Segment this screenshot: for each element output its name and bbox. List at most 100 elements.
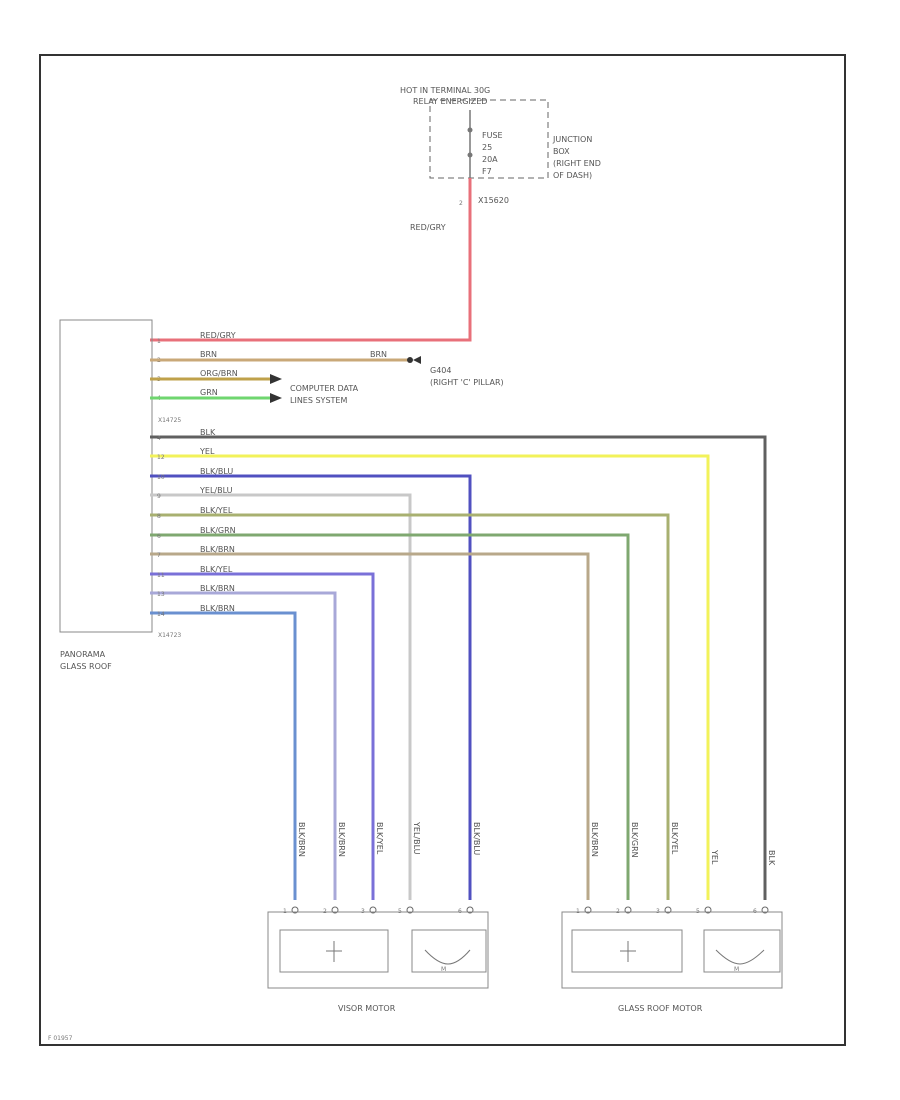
fuse-rating: 20A [482,155,498,164]
wire-yel-blu [150,493,412,900]
wire-blk-brn-visor-2 [150,591,337,900]
wire-label: BLK/BRN [200,584,235,593]
wire-blk-yel-visor [150,572,375,900]
vertical-wire-label: BLK/BRN [590,822,599,857]
can-system-label-2: LINES SYSTEM [290,396,347,405]
pin-label: 6 [753,908,757,915]
pin-label: 4 [157,435,161,442]
wire-label: BLK/YEL [200,565,233,574]
pin-label: 5 [696,908,700,915]
wire-blk-yel [150,513,670,900]
panorama-module [59,319,153,633]
pin-label: 2 [616,908,620,915]
module-connector-lower: X14723 [158,632,181,639]
junction-box-outline [429,99,549,179]
vertical-wire-label: BLK/YEL [670,822,679,855]
wire-label: BLK/BRN [200,604,235,613]
glass-roof-motor-label: GLASS ROOF MOTOR [618,1004,703,1013]
wire-label: BLK/BRN [200,545,235,554]
supply-wire-label: RED/GRY [410,223,446,232]
pin-label: 8 [157,513,161,520]
wire-label: BRN [200,350,217,359]
footer-code: F 01957 [48,1035,73,1042]
module-name-2: GLASS ROOF [60,662,112,671]
pin-label: 9 [157,493,161,500]
pin-label: 14 [157,611,165,618]
vertical-wire-label: BLK [767,850,776,866]
pin-label: 11 [157,572,165,579]
pin-label: 1 [576,908,580,915]
wire-label: BLK/GRN [200,526,236,535]
pin-label: 7 [157,552,161,559]
junction-pin-label: 2 [459,200,463,207]
vertical-wire-label: BLK/YEL [375,822,384,855]
glass-motor-housing [561,911,783,989]
wire-label: BLK/YEL [200,506,233,515]
fuse-id: F7 [482,167,492,176]
wire-label: YEL/BLU [199,486,233,495]
pin-label: 1 [157,338,161,345]
pin-label: 3 [656,908,660,915]
pin-label: 5 [398,908,402,915]
motor-symbol: M [734,966,739,973]
visor-motor-label: VISOR MOTOR [338,1004,396,1013]
visor-motor-housing [267,911,489,989]
fuse-terminal-bottom [467,152,473,158]
ground-wire-label: BRN [370,350,387,359]
wire-blk [150,435,767,900]
wire-label: RED/GRY [200,331,236,340]
pin-label: 1 [283,908,287,915]
wire-blk-grn [150,533,630,900]
vertical-wire-label: YEL [710,849,719,865]
pin-label: 3 [361,908,365,915]
wire-blk-brn [150,552,590,900]
ground-node [407,357,413,363]
diagram-frame [39,54,846,1046]
visor-motor-box [411,929,487,973]
motor-icon [424,949,471,965]
visor-motor: M 1 2 3 5 6 VISOR MOTOR [267,908,489,1013]
ground-icon [413,356,421,364]
module-connector-upper: X14725 [158,417,181,424]
vertical-wire-label: YEL/BLU [412,821,421,855]
pin-label: 6 [458,908,462,915]
junction-box-label-4: OF DASH) [553,171,592,180]
junction-box-label-2: BOX [553,147,570,156]
hot-terminal-label: HOT IN TERMINAL 30G [400,86,490,95]
glass-motor-box [703,929,781,973]
wire-yel [150,454,710,900]
wire-label: ORG/BRN [200,369,238,378]
wire-label: GRN [200,388,218,397]
relay-label: RELAY ENERGIZED [413,97,487,106]
module-name: PANORAMA [60,650,106,659]
wire-label: YEL [199,447,215,456]
wire-label: BLK/BLU [200,467,233,476]
wire-label: BLK [200,428,216,437]
motor-symbol: M [441,966,446,973]
ground-location: (RIGHT 'C' PILLAR) [430,378,504,387]
supply-wire [150,178,472,342]
vertical-wire-label: BLK/BLU [472,822,481,855]
junction-box-label: JUNCTION [552,135,592,144]
fuse-terminal-top [467,127,473,133]
arrow-icon [270,374,282,384]
fuse-number: 25 [482,143,492,152]
pin-label: 13 [157,591,165,598]
glass-sensor-box [571,929,683,973]
pin-label: 6 [157,533,161,540]
visor-sensor-box [279,929,389,973]
ground-label: G404 [430,366,451,375]
wire-blk-brn-visor-1 [150,611,297,900]
pin-label: 10 [157,474,165,481]
can-system-label: COMPUTER DATA [290,384,359,393]
junction-connector-label: X15620 [478,196,509,205]
junction-box-label-3: (RIGHT END [553,159,601,168]
pin-label: 12 [157,454,165,461]
wire-blk-blu [150,474,472,900]
vertical-wire-label: BLK/BRN [297,822,306,857]
pin-label: 2 [323,908,327,915]
glass-roof-motor: M 1 2 3 5 6 GLASS ROOF MOTOR [561,908,783,1013]
vertical-wire-label: BLK/BRN [337,822,346,857]
vertical-wire-label: BLK/GRN [630,822,639,858]
